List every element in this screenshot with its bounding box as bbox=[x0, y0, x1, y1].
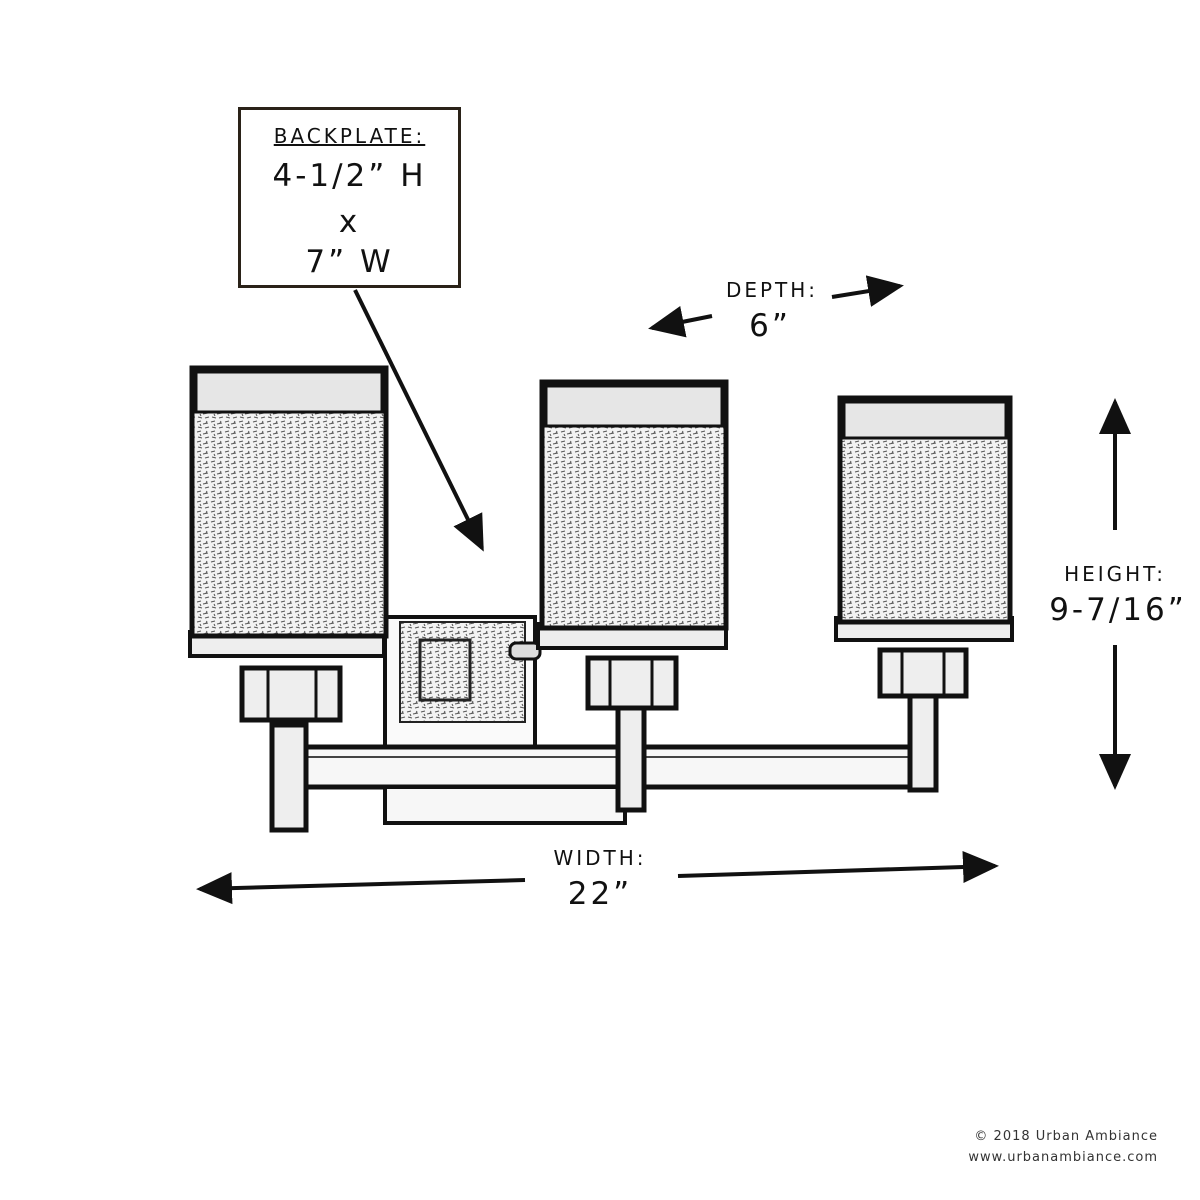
backplate-callout-box: BACKPLATE: 4-1/2” H x 7” W bbox=[238, 107, 461, 288]
depth-arrow-left bbox=[648, 306, 713, 338]
depth-arrow-right bbox=[831, 275, 904, 307]
backplate-title: BACKPLATE: bbox=[273, 124, 426, 148]
backplate-pointer-arrow bbox=[353, 289, 484, 552]
height-label: HEIGHT: bbox=[1064, 562, 1166, 586]
left-light bbox=[188, 365, 389, 833]
right-light bbox=[834, 395, 1014, 793]
fixture-arm bbox=[292, 744, 928, 825]
depth-label: DEPTH: bbox=[725, 278, 819, 302]
backplate-width-value: 7” W bbox=[305, 244, 394, 280]
width-arrow-right bbox=[677, 851, 999, 884]
width-value: 22” bbox=[567, 876, 633, 912]
width-arrow-left bbox=[196, 872, 526, 905]
center-light bbox=[536, 379, 729, 813]
width-label: WIDTH: bbox=[553, 846, 647, 870]
height-value: 9-7/16” bbox=[1049, 592, 1187, 628]
depth-value: 6” bbox=[749, 308, 791, 344]
website-text: www.urbanambiance.com bbox=[968, 1150, 1158, 1165]
backplate-height-value: 4-1/2” H bbox=[272, 158, 427, 194]
backplate-times-symbol: x bbox=[338, 204, 361, 240]
copyright-text: © 2018 Urban Ambiance bbox=[974, 1129, 1158, 1144]
